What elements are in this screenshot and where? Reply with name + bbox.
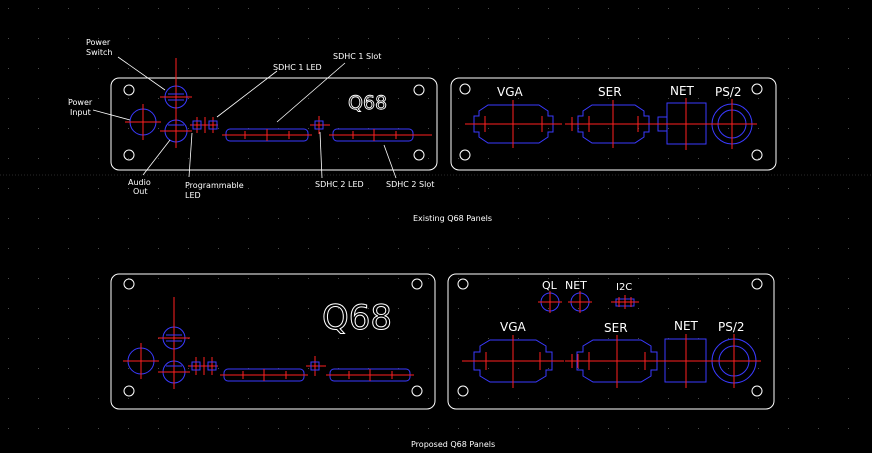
ps2-connector — [707, 99, 757, 149]
mount-hole — [411, 278, 423, 290]
panel-outline — [110, 77, 438, 171]
label-net: NET — [674, 319, 699, 333]
proposed-right-panel — [447, 273, 775, 410]
existing-callout-labels: Power Switch Power Input SDHC 1 LED SDHC… — [68, 38, 434, 200]
label-i2c: I2C — [616, 282, 632, 293]
sdhc-led — [310, 116, 330, 134]
callout-sdhc1-slot: SDHC 1 Slot — [333, 52, 381, 61]
audio-out-jack — [158, 355, 190, 389]
proposed-panels-title: Proposed Q68 Panels — [411, 440, 495, 449]
callout-sdhc1-led: SDHC 1 LED — [273, 63, 322, 72]
callout-power-input-line2: Input — [70, 108, 91, 117]
ql-connector — [538, 291, 562, 313]
i2c-connector — [611, 295, 639, 309]
power-switch — [158, 297, 190, 355]
mount-hole — [123, 149, 135, 161]
callout-sdhc2-led: SDHC 2 LED — [315, 180, 364, 189]
vga-connector — [462, 335, 564, 388]
programmable-led — [188, 357, 218, 375]
sdhc1-slot — [222, 128, 312, 142]
ps2-connector — [707, 334, 761, 388]
panel-outline — [447, 273, 775, 410]
callout-audio-out-line2: Out — [133, 187, 148, 196]
net-connector — [655, 98, 712, 150]
label-ser: SER — [604, 321, 628, 335]
label-ps2: PS/2 — [718, 320, 745, 334]
label-ql: QL — [542, 279, 558, 292]
leader-lines — [92, 56, 397, 179]
callout-power-switch-line2: Switch — [86, 48, 112, 57]
mount-hole — [457, 278, 469, 290]
sdhc-led — [306, 356, 326, 376]
label-net-small: NET — [565, 279, 587, 292]
existing-port-labels: VGA SER NET PS/2 — [497, 84, 742, 99]
callout-power-switch-line1: Power — [86, 38, 111, 47]
existing-panels-title: Existing Q68 Panels — [413, 214, 492, 223]
panel-outline — [110, 273, 436, 410]
vga-connector — [465, 100, 562, 148]
sdhc2-slot — [326, 368, 414, 382]
mount-hole — [751, 149, 763, 161]
label-vga: VGA — [497, 85, 524, 99]
mount-hole — [457, 385, 469, 397]
mount-hole — [751, 385, 763, 397]
label-ps2: PS/2 — [715, 85, 742, 99]
power-input-jack — [123, 343, 159, 379]
mount-hole — [123, 84, 135, 96]
label-net: NET — [670, 84, 695, 98]
mount-hole — [751, 278, 763, 290]
panel-outline — [450, 77, 777, 171]
existing-left-panel — [92, 56, 438, 179]
mount-hole — [413, 149, 425, 161]
sdhc1-slot — [220, 368, 308, 382]
callout-power-input-line1: Power — [68, 98, 93, 107]
proposed-left-panel — [110, 273, 436, 410]
sdhc2-slot — [329, 128, 432, 142]
mount-hole — [411, 385, 423, 397]
net-connector — [660, 334, 712, 388]
mount-hole — [413, 84, 425, 96]
power-input-jack — [125, 104, 161, 140]
mount-hole — [459, 149, 471, 161]
callout-prog-led-line2: LED — [185, 191, 201, 200]
programmable-led — [190, 117, 218, 133]
audio-out-jack — [160, 114, 192, 148]
proposed-port-labels: QL NET I2C VGA SER NET PS/2 — [500, 279, 745, 335]
mount-hole — [123, 385, 135, 397]
callout-audio-out-line1: Audio — [128, 178, 151, 187]
ser-connector — [565, 100, 658, 148]
callout-sdhc2-slot: SDHC 2 Slot — [386, 180, 434, 189]
label-ser: SER — [598, 85, 622, 99]
existing-right-panel — [450, 77, 777, 171]
mount-hole — [459, 83, 471, 95]
label-vga: VGA — [500, 320, 527, 334]
power-switch — [160, 58, 192, 114]
ser-connector — [565, 335, 662, 388]
proposed-logo: Q68 — [322, 298, 392, 338]
mount-hole — [751, 83, 763, 95]
mount-hole — [123, 278, 135, 290]
callout-prog-led-line1: Programmable — [185, 181, 244, 190]
existing-logo: Q68 — [348, 92, 387, 114]
net-small-connector — [568, 291, 592, 313]
